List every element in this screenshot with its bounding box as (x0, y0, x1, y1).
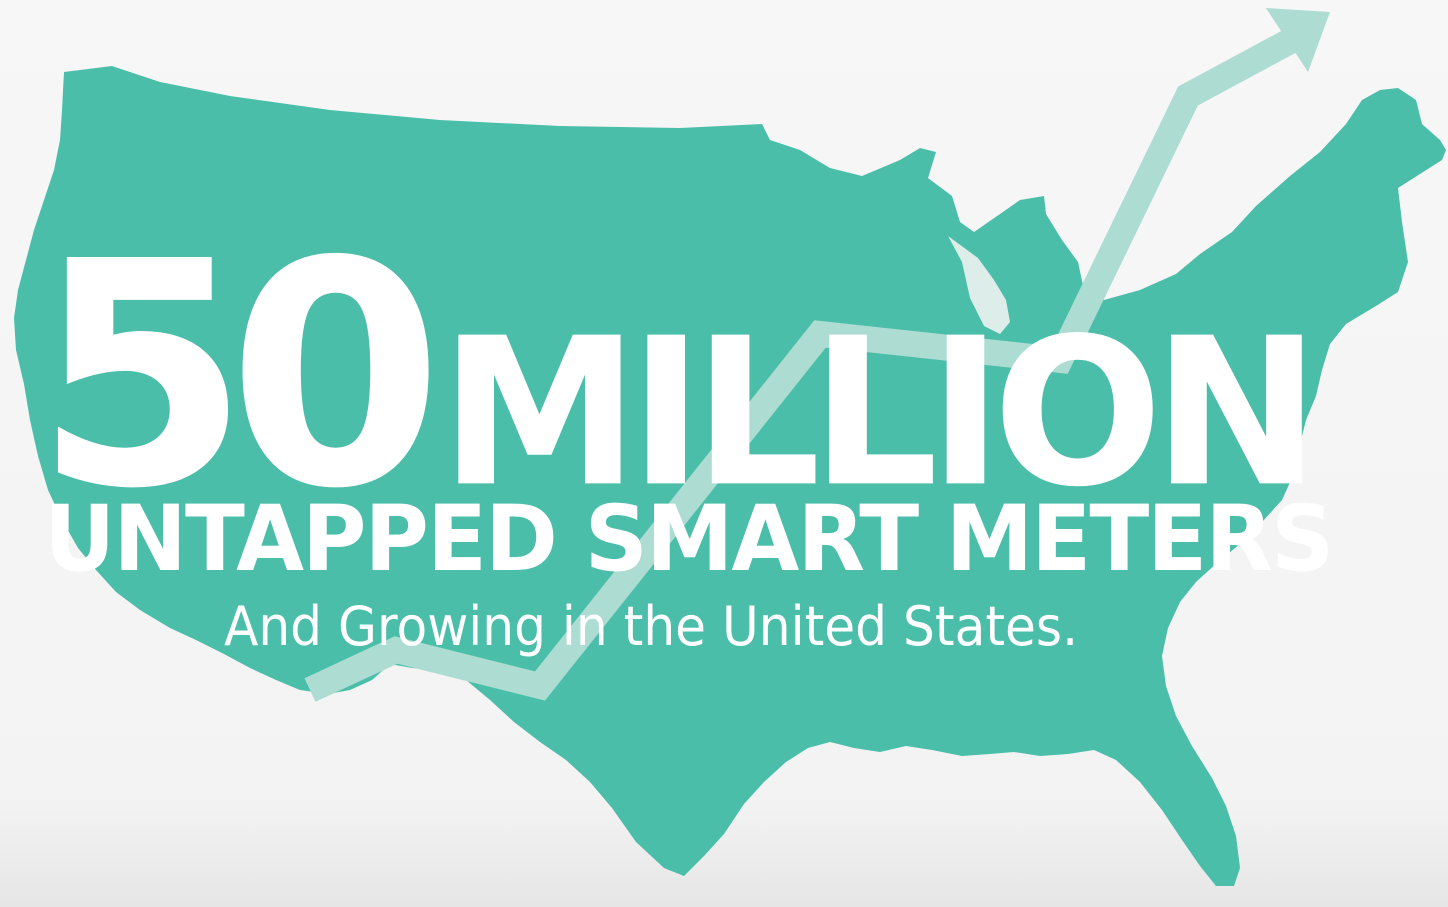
upward-trend-arrow (304, 8, 1330, 702)
great-lakes-gap (948, 236, 1010, 334)
tagline: And Growing in the United States. (224, 595, 1079, 658)
headline-number: 50 (34, 196, 443, 557)
us-map-mainland (14, 66, 1446, 886)
subheadline: UNTAPPED SMART METERS (44, 487, 1334, 592)
headline-word: MILLION (440, 294, 1320, 533)
